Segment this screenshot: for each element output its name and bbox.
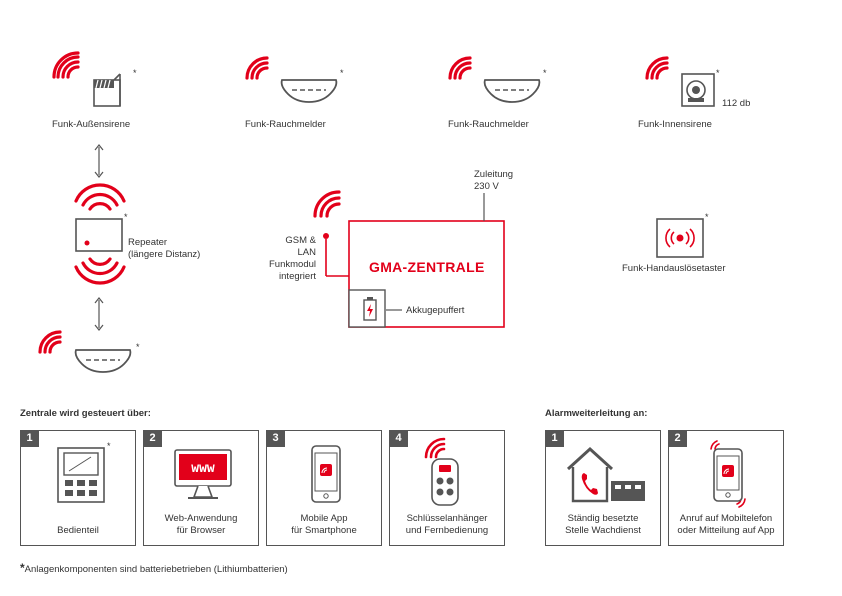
option-label-line: Stelle Wachdienst <box>565 525 641 536</box>
power-supply-voltage: 230 V <box>474 181 499 192</box>
manual-call-point-label: Funk-Handauslösetaster <box>622 263 726 274</box>
control-option-keypad: 1 * Bedienteil <box>20 430 136 546</box>
battery-footnote-star: * <box>107 441 111 451</box>
control-option-remote: 4 Schlüsselanhänger und Fernbedienung <box>389 430 505 546</box>
repeater-signal-bottom-icon <box>74 257 126 285</box>
alarm-section-heading: Alarmweiterleitung an: <box>545 408 648 419</box>
monitor-icon <box>174 449 232 499</box>
remote-control-icon <box>424 437 459 506</box>
option-label: Schlüsselanhänger und Fernbedienung <box>390 513 504 537</box>
bidirectional-arrow-icon <box>94 297 104 331</box>
outdoor-siren-label: Funk-Außensirene <box>52 119 131 130</box>
control-option-web: 2 www Web-Anwendung für Browser <box>143 430 259 546</box>
smoke-detector-icon <box>483 79 541 103</box>
smoke-detector-label: Funk-Rauchmelder <box>245 119 326 130</box>
battery-footnote-star: * <box>133 68 137 78</box>
option-number: 4 <box>389 430 408 447</box>
battery-footnote-star: * <box>716 68 720 78</box>
option-label-line: Schlüsselanhänger <box>406 513 488 524</box>
repeater-icon <box>75 218 123 252</box>
central-unit-outline <box>323 193 505 328</box>
battery-footnote-star: * <box>543 68 547 78</box>
building-phone-icon <box>566 446 645 503</box>
radio-waves-icon <box>645 56 669 80</box>
option-label-line: Anruf auf Mobiltelefon <box>679 513 773 524</box>
option-number: 3 <box>266 430 285 447</box>
radio-waves-icon <box>52 51 80 79</box>
option-label-line: Ständig besetzte <box>567 513 639 524</box>
option-number: 1 <box>545 430 564 447</box>
option-label-line: Mobile App <box>300 513 348 524</box>
gsm-line: GSM & <box>285 235 316 246</box>
gsm-module-label: GSM & LAN Funkmodul integriert <box>250 235 316 283</box>
option-label: Ständig besetzte Stelle Wachdienst <box>546 513 660 537</box>
battery-footnote-star: * <box>136 342 140 352</box>
control-option-app: 3 Mobile App für Smartphone <box>266 430 382 546</box>
gsm-line: integriert <box>279 271 316 282</box>
radio-waves-icon <box>313 190 341 218</box>
radio-waves-icon <box>448 56 472 80</box>
alarm-option-security-service: 1 Ständig besetzte Stelle Wachdienst <box>545 430 661 546</box>
footnote: *Anlagenkomponenten sind batteriebetrieb… <box>20 561 288 575</box>
indoor-siren-label: Funk-Innensirene <box>638 119 712 130</box>
siren-volume-label: 112 db <box>722 98 751 109</box>
repeater-sublabel: (längere Distanz) <box>128 249 201 260</box>
radio-waves-icon <box>245 56 269 80</box>
battery-icon <box>363 297 377 321</box>
keypad-icon <box>57 447 105 503</box>
option-number: 1 <box>20 430 39 447</box>
smartphone-icon <box>311 445 341 503</box>
option-label: Web-Anwendung für Browser <box>144 513 258 537</box>
gsm-line: Funkmodul <box>269 259 316 270</box>
power-supply-label: Zuleitung <box>474 169 514 180</box>
battery-backup-label: Akkugepuffert <box>406 305 465 316</box>
battery-footnote-star: * <box>124 212 128 222</box>
option-label-line: für Smartphone <box>291 525 357 536</box>
central-unit-title: GMA-ZENTRALE <box>369 259 485 275</box>
repeater-label: Repeater <box>128 237 168 248</box>
option-label: Bedienteil <box>21 525 135 537</box>
control-section-heading: Zentrale wird gesteuert über: <box>20 408 151 419</box>
outdoor-siren-icon <box>93 73 121 107</box>
smoke-detector-label: Funk-Rauchmelder <box>448 119 529 130</box>
option-label-line: oder Mitteilung auf App <box>677 525 775 536</box>
manual-call-point-icon <box>656 218 704 258</box>
alarm-option-mobile: 2 Anruf auf Mobiltelefon oder Mitteilung… <box>668 430 784 546</box>
option-label-line: Bedienteil <box>57 525 99 536</box>
option-label-line: für Browser <box>176 525 226 536</box>
smoke-detector-icon <box>280 79 338 103</box>
bidirectional-arrow-icon <box>94 144 104 178</box>
battery-footnote-star: * <box>340 68 344 78</box>
footnote-text: Anlagenkomponenten sind batteriebetriebe… <box>24 564 288 575</box>
ringing-phone-icon <box>710 440 746 508</box>
gsm-line: LAN <box>297 247 316 258</box>
indoor-siren-icon <box>681 73 715 107</box>
option-number: 2 <box>143 430 162 447</box>
battery-footnote-star: * <box>705 212 709 222</box>
option-label-line: Web-Anwendung <box>164 513 238 524</box>
option-number: 2 <box>668 430 687 447</box>
repeater-signal-top-icon <box>74 183 126 211</box>
radio-waves-icon <box>38 330 62 354</box>
monitor-screen-text: www <box>191 461 215 476</box>
option-label-line: und Fernbedienung <box>405 525 489 536</box>
smoke-detector-icon <box>74 349 132 373</box>
option-label: Anruf auf Mobiltelefon oder Mitteilung a… <box>669 513 783 537</box>
footnote-star: * <box>20 561 25 575</box>
option-label: Mobile App für Smartphone <box>267 513 381 537</box>
